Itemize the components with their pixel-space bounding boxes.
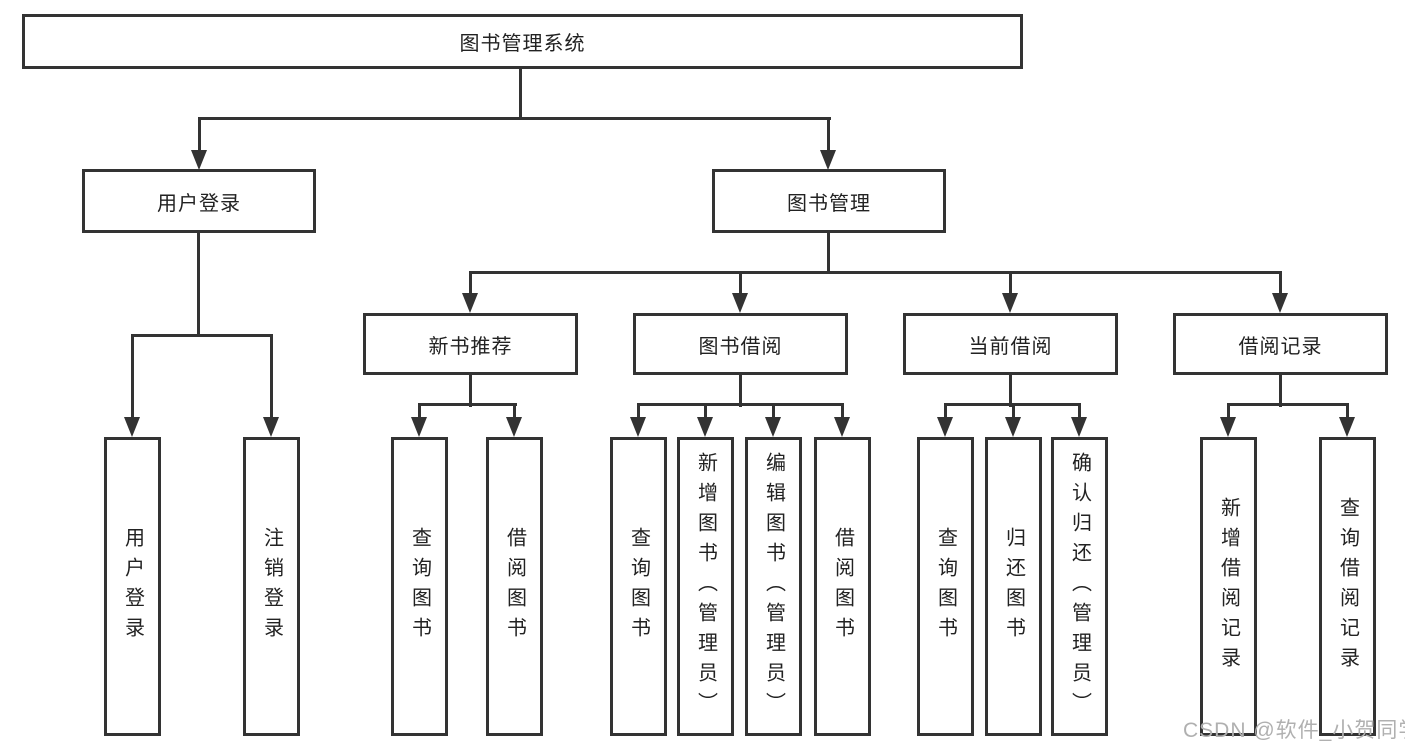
edge-stem-leaf <box>270 334 273 419</box>
arrow-down-icon <box>1272 293 1288 313</box>
edge-stem-leaf <box>1078 403 1081 419</box>
node-book-management: 图书管理 <box>712 169 946 233</box>
edge-stem-leaf <box>1346 403 1349 419</box>
edge-level3-bar <box>469 271 1282 274</box>
arrow-down-icon <box>630 417 646 437</box>
arrow-down-icon <box>191 150 207 170</box>
csdn-watermark: CSDN @软件_小贺同学 <box>1183 719 1405 742</box>
edge-borrow-record-bar <box>1227 403 1349 406</box>
edge-new-book-stub <box>469 375 472 407</box>
edge-stem-leaf <box>841 403 844 419</box>
edge-stem-leaf <box>704 403 707 419</box>
node-leaf-add-book-admin: 新增图书（管理员） <box>677 437 734 736</box>
edge-stem-leaf <box>944 403 947 419</box>
edge-stem-leaf <box>418 403 421 419</box>
node-leaf-add-borrow-record: 新增借阅记录 <box>1200 437 1257 736</box>
edge-stem-user-login <box>198 117 201 152</box>
node-root: 图书管理系统 <box>22 14 1023 69</box>
arrow-down-icon <box>820 150 836 170</box>
arrow-down-icon <box>1071 417 1087 437</box>
edge-stem-level3 <box>1279 271 1282 296</box>
edge-stem-level3 <box>1009 271 1012 296</box>
node-leaf-logout: 注销登录 <box>243 437 300 736</box>
node-current-borrow: 当前借阅 <box>903 313 1118 375</box>
edge-user-login-stub <box>197 233 200 337</box>
edge-user-login-bar <box>131 334 273 337</box>
node-leaf-confirm-return-admin: 确认归还（管理员） <box>1051 437 1108 736</box>
node-book-borrow: 图书借阅 <box>633 313 848 375</box>
edge-stem-leaf <box>513 403 516 419</box>
node-leaf-edit-book-admin: 编辑图书（管理员） <box>745 437 802 736</box>
arrow-down-icon <box>411 417 427 437</box>
edge-stem-leaf <box>637 403 640 419</box>
arrow-down-icon <box>1002 293 1018 313</box>
edge-stem-leaf <box>772 403 775 419</box>
arrow-down-icon <box>263 417 279 437</box>
node-leaf-query-books: 查询图书 <box>917 437 974 736</box>
arrow-down-icon <box>462 293 478 313</box>
edge-book-management-stub <box>827 233 830 274</box>
node-user-login: 用户登录 <box>82 169 316 233</box>
edge-book-borrow-bar <box>637 403 844 406</box>
arrow-down-icon <box>732 293 748 313</box>
node-new-book-recommend: 新书推荐 <box>363 313 578 375</box>
edge-root-stub <box>519 67 522 119</box>
edge-borrow-record-stub <box>1279 375 1282 407</box>
edge-stem-leaf <box>1012 403 1015 419</box>
edge-stem-leaf <box>131 334 134 419</box>
node-leaf-borrow-books: 借阅图书 <box>814 437 871 736</box>
node-leaf-user-login: 用户登录 <box>104 437 161 736</box>
arrow-down-icon <box>506 417 522 437</box>
node-leaf-query-borrow-record: 查询借阅记录 <box>1319 437 1376 736</box>
arrow-down-icon <box>1339 417 1355 437</box>
node-borrow-records: 借阅记录 <box>1173 313 1388 375</box>
node-leaf-query-books: 查询图书 <box>391 437 448 736</box>
arrow-down-icon <box>697 417 713 437</box>
arrow-down-icon <box>834 417 850 437</box>
edge-level2-bar <box>198 117 831 120</box>
node-leaf-query-books: 查询图书 <box>610 437 667 736</box>
arrow-down-icon <box>937 417 953 437</box>
arrow-down-icon <box>1005 417 1021 437</box>
node-leaf-return-book: 归还图书 <box>985 437 1042 736</box>
arrow-down-icon <box>765 417 781 437</box>
edge-new-book-bar <box>418 403 517 406</box>
edge-current-borrow-stub <box>1009 375 1012 407</box>
edge-stem-book-management <box>827 117 830 152</box>
node-leaf-borrow-books: 借阅图书 <box>486 437 543 736</box>
edge-book-borrow-stub <box>739 375 742 407</box>
edge-stem-level3 <box>469 271 472 296</box>
arrow-down-icon <box>1220 417 1236 437</box>
arrow-down-icon <box>124 417 140 437</box>
edge-stem-level3 <box>739 271 742 296</box>
edge-stem-leaf <box>1227 403 1230 419</box>
